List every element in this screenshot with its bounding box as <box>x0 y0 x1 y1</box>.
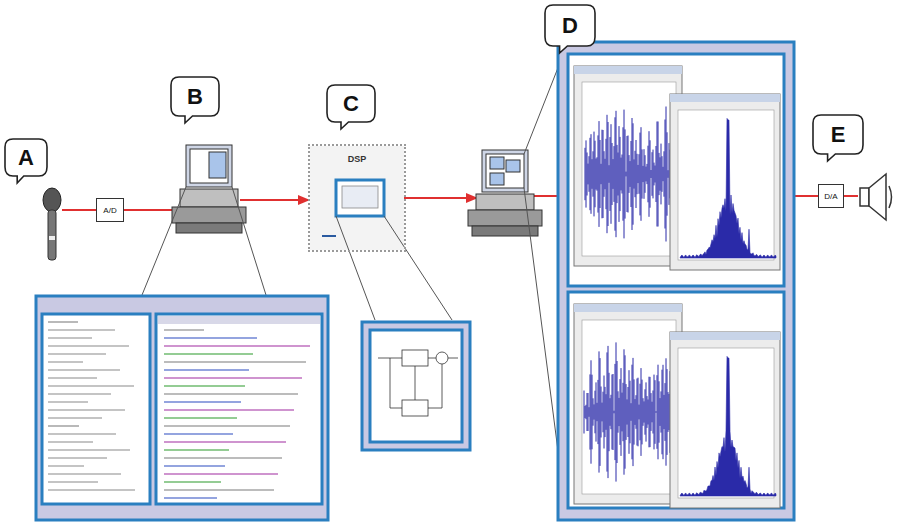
code-line <box>48 473 121 474</box>
code-line <box>164 377 302 378</box>
leader-line <box>142 50 565 505</box>
code-line <box>164 489 274 490</box>
code-line <box>48 465 84 466</box>
code-line <box>48 481 98 482</box>
code-line <box>164 329 204 330</box>
box-label: A/D <box>103 206 116 215</box>
code-line <box>164 353 253 354</box>
callout-bubble: E <box>812 114 864 162</box>
code-line <box>164 441 286 442</box>
code-line <box>164 465 225 466</box>
spectrum <box>680 356 776 496</box>
code-line <box>164 449 229 450</box>
code-line <box>48 425 79 426</box>
callout-bubble: A <box>4 138 48 184</box>
bubble-shape <box>327 85 375 129</box>
title-bar <box>574 66 682 74</box>
bubble-shape <box>545 5 595 53</box>
code-line <box>164 457 282 458</box>
zoom-panel <box>558 42 794 520</box>
callout-bubble: D <box>544 4 596 54</box>
code-line <box>48 457 107 458</box>
dsp-board <box>310 146 404 250</box>
code-line <box>164 401 241 402</box>
callout-letter: B <box>187 84 203 110</box>
code-line <box>164 361 306 362</box>
code-line <box>48 361 83 362</box>
callout-letter: C <box>343 91 359 117</box>
code-line <box>48 409 125 410</box>
speaker <box>860 174 892 220</box>
code-line <box>164 345 310 346</box>
plot-window <box>574 304 682 504</box>
computer <box>172 145 246 233</box>
code-line <box>48 353 106 354</box>
code-line <box>48 433 116 434</box>
converter-box: A/D <box>96 198 124 222</box>
code-line <box>164 417 237 418</box>
code-line <box>48 369 120 370</box>
code-line <box>48 401 88 402</box>
code-line <box>164 481 221 482</box>
title-bar <box>670 332 780 340</box>
title-bar <box>574 304 682 312</box>
title-bar <box>158 316 320 324</box>
waveform <box>584 342 677 481</box>
code-line <box>164 385 245 386</box>
box-label: D/A <box>824 192 837 201</box>
code-line <box>164 337 257 338</box>
code-line <box>164 393 298 394</box>
converter-box: D/A <box>818 184 844 208</box>
bubble-shape <box>813 115 863 161</box>
code-line <box>48 385 134 386</box>
callout-letter: E <box>831 122 846 148</box>
plot-area <box>582 320 676 494</box>
plot-window <box>670 332 780 508</box>
code-line <box>48 377 97 378</box>
code-line <box>164 369 249 370</box>
title-bar <box>670 94 780 102</box>
zoom-panel <box>362 322 470 450</box>
microphone <box>43 188 61 260</box>
callout-bubble: C <box>326 84 376 130</box>
callout-letter: D <box>562 13 578 39</box>
code-line <box>164 425 290 426</box>
code-line <box>48 393 111 394</box>
dsp-board: DSP <box>308 144 406 252</box>
computer <box>468 150 542 236</box>
code-line <box>164 409 294 410</box>
code-line <box>164 473 278 474</box>
callout-letter: A <box>18 145 34 171</box>
zoom-panel <box>36 296 328 520</box>
box-label: DSP <box>348 154 367 164</box>
code-line <box>48 441 93 442</box>
code-line <box>48 449 130 450</box>
waveform <box>584 100 677 247</box>
code-line <box>48 321 78 322</box>
bubble-shape <box>171 77 219 123</box>
code-line <box>48 345 129 346</box>
code-line <box>164 433 233 434</box>
plot-window <box>574 66 682 266</box>
bubble-shape <box>5 139 47 183</box>
code-line <box>48 337 92 338</box>
code-line <box>164 497 217 498</box>
code-line <box>48 329 115 330</box>
plot-area <box>582 82 676 256</box>
code-line <box>48 417 102 418</box>
code-line <box>48 489 135 490</box>
plot-window <box>670 94 780 270</box>
spectrum <box>680 118 776 258</box>
callout-bubble: B <box>170 76 220 124</box>
